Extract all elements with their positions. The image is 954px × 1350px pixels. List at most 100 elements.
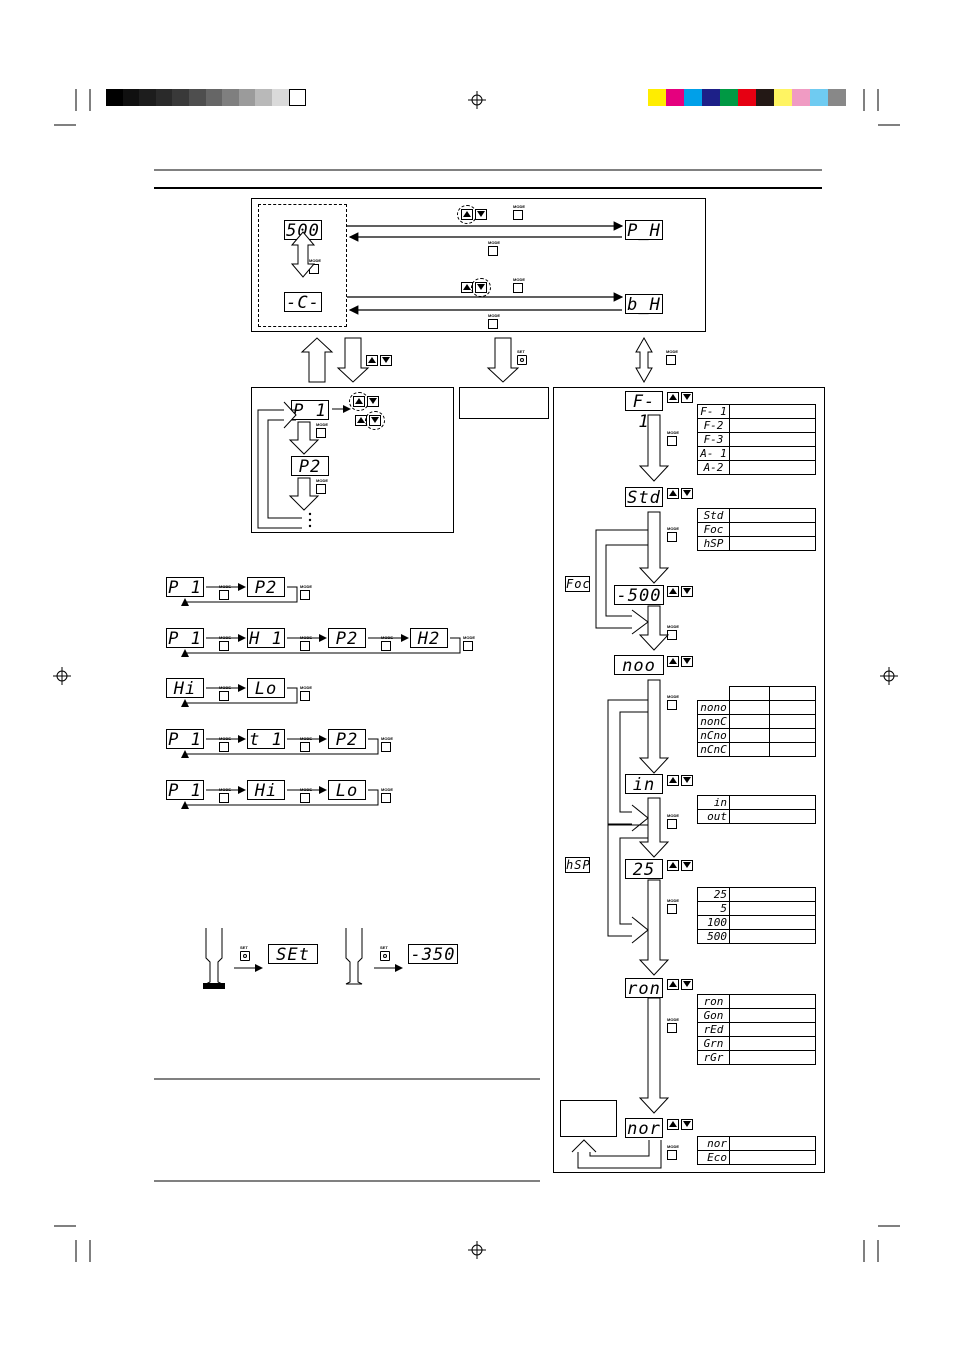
- option-code: F-2: [697, 418, 730, 433]
- mode-button[interactable]: [381, 742, 391, 752]
- mode-button[interactable]: [219, 793, 229, 803]
- set-button[interactable]: [517, 355, 527, 365]
- mode-button[interactable]: [667, 904, 677, 914]
- table-row: rGr: [697, 1050, 816, 1065]
- mode-button[interactable]: [667, 436, 677, 446]
- gray-swatch: [255, 89, 273, 106]
- gray-swatch: [172, 89, 190, 106]
- lcd-display: Hi: [247, 780, 285, 801]
- lcd-display: b_H: [625, 294, 663, 315]
- mode-button[interactable]: [488, 246, 498, 256]
- mode-button-label: MODE: [667, 813, 679, 818]
- arrow-down-icon: [369, 398, 377, 404]
- program-panel: [251, 387, 454, 533]
- mode-button[interactable]: [316, 428, 326, 438]
- flow-panel: [553, 387, 825, 1173]
- table-row: 500: [697, 929, 816, 944]
- mode-button-label: MODE: [316, 422, 328, 427]
- arrow-up-icon: [669, 588, 677, 594]
- mode-button[interactable]: [667, 819, 677, 829]
- arrow-down-icon: [683, 862, 691, 868]
- mode-button[interactable]: [381, 641, 391, 651]
- mode-button[interactable]: [300, 641, 310, 651]
- lcd-display: P 1: [166, 628, 204, 649]
- mode-button[interactable]: [219, 691, 229, 701]
- mode-button[interactable]: [300, 793, 310, 803]
- arrow-up-icon: [669, 394, 677, 400]
- lcd-display: ron: [625, 978, 663, 999]
- lcd-display: Lo: [328, 780, 366, 801]
- mode-button[interactable]: [667, 1150, 677, 1160]
- gray-swatch: [288, 89, 306, 106]
- lcd-display: 25: [625, 859, 663, 880]
- lcd-display: in: [625, 774, 663, 795]
- option-code: nCno: [697, 728, 730, 743]
- lcd-display: H 1: [247, 628, 285, 649]
- mode-button-label: MODE: [667, 898, 679, 903]
- set-button-dot: [243, 954, 247, 958]
- crosshair-register-icon: [53, 91, 898, 1259]
- lcd-display: F- 1: [625, 391, 663, 432]
- gray-swatch: [272, 89, 289, 106]
- arrow-up-icon: [357, 417, 365, 423]
- mode-button[interactable]: [667, 532, 677, 542]
- lcd-display: P_H: [625, 220, 663, 241]
- mode-button[interactable]: [316, 484, 326, 494]
- mode-button[interactable]: [300, 691, 310, 701]
- side-label: hSP: [565, 857, 591, 873]
- set-button-dot: [520, 358, 524, 362]
- lcd-display: P 1: [166, 729, 204, 750]
- set-button[interactable]: [240, 951, 250, 961]
- mode-button[interactable]: [219, 742, 229, 752]
- arrow-up-icon: [669, 490, 677, 496]
- mode-button[interactable]: [300, 590, 310, 600]
- table-row: 25: [697, 887, 816, 902]
- lcd-display: P2: [328, 729, 366, 750]
- option-code: out: [697, 809, 730, 824]
- mode-button-label: MODE: [381, 787, 393, 792]
- gray-swatch: [155, 89, 173, 106]
- mode-button[interactable]: [666, 355, 676, 365]
- mode-button[interactable]: [463, 641, 473, 651]
- mode-button[interactable]: [219, 590, 229, 600]
- lcd-display: P2: [328, 628, 366, 649]
- option-code: nCnC: [697, 742, 730, 757]
- color-swatch: [666, 89, 684, 106]
- mode-button[interactable]: [488, 319, 498, 329]
- arrow-up-icon: [463, 284, 471, 290]
- mode-button-label: MODE: [513, 277, 525, 282]
- arrow-up-icon: [669, 1121, 677, 1127]
- set-button-label: SET: [240, 945, 248, 950]
- mode-button[interactable]: [513, 210, 523, 220]
- lcd-display: P2: [247, 577, 285, 598]
- set-button[interactable]: [380, 951, 390, 961]
- color-swatch: [828, 89, 846, 106]
- mode-button[interactable]: [667, 700, 677, 710]
- lcd-display: SEt: [268, 944, 318, 965]
- mode-button[interactable]: [513, 283, 523, 293]
- lcd-display: P 1: [166, 780, 204, 801]
- mode-button[interactable]: [381, 793, 391, 803]
- lcd-display: noo: [614, 655, 664, 676]
- mode-button[interactable]: [300, 742, 310, 752]
- gray-swatch: [106, 89, 123, 106]
- table-row: A-2: [697, 460, 816, 475]
- mode-button-label: MODE: [667, 526, 679, 531]
- mode-button[interactable]: [667, 1023, 677, 1033]
- note-box: [560, 1100, 617, 1137]
- mode-button[interactable]: [219, 641, 229, 651]
- color-swatch: [648, 89, 666, 106]
- arrow-down-icon: [683, 490, 691, 496]
- mode-button-label: MODE: [300, 685, 312, 690]
- lcd-display: P 1: [291, 400, 329, 421]
- arrow-down-icon: [683, 1121, 691, 1127]
